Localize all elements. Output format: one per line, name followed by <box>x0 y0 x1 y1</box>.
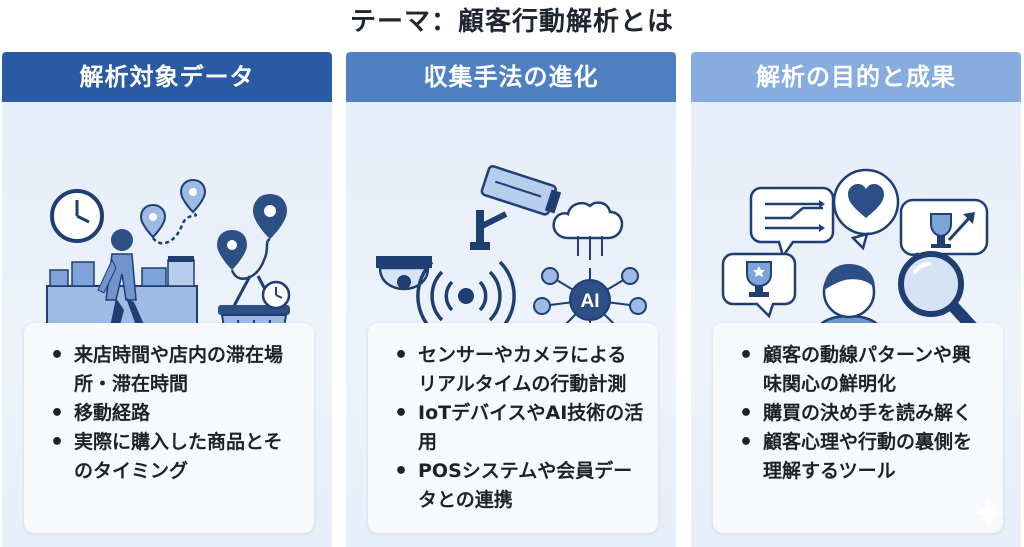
panel-analysis-data: 解析対象データ <box>2 52 332 547</box>
list-item: 実際に購入した商品とそのタイミング <box>48 428 300 486</box>
collection-methods-card: センサーやカメラによるリアルタイムの行動計測 IoTデバイスやAI技術の活用 P… <box>368 323 658 533</box>
wireless-sensor-icon <box>416 260 516 332</box>
trophy-icon <box>899 198 989 272</box>
list-item: POSシステムや会員データとの連携 <box>392 457 644 515</box>
sparkle-icon <box>973 497 1005 529</box>
page-title: テーマ：顧客行動解析とは <box>349 7 674 37</box>
panel-header: 収集手法の進化 <box>346 52 676 102</box>
clock-icon <box>50 189 104 243</box>
store-shelf-icon <box>46 256 198 327</box>
analysis-data-card: 来店時間や店内の滞在場所・滞在時間 移動経路 実際に購入した商品とそのタイミング <box>24 323 314 533</box>
walking-person-icon <box>97 229 150 348</box>
panel-analysis-goals: 解析の目的と成果 <box>691 52 1021 547</box>
ai-label: AI <box>581 291 600 312</box>
flow-arrows-icon <box>749 186 835 259</box>
list-item: 顧客の動線パターンや興味関心の鮮明化 <box>737 341 989 399</box>
list-item: 購買の決め手を読み解く <box>737 399 989 428</box>
panel-header: 解析対象データ <box>2 52 332 102</box>
star-trophy-icon <box>721 252 797 319</box>
analysis-goals-card: 顧客の動線パターンや興味関心の鮮明化 購買の決め手を読み解く 顧客心理や行動の裏… <box>713 323 1003 533</box>
collection-methods-illustration: AI <box>376 165 647 350</box>
list-item: IoTデバイスやAI技術の活用 <box>392 399 644 457</box>
list-item: 来店時間や店内の滞在場所・滞在時間 <box>48 341 300 399</box>
panel-collection-methods: 収集手法の進化 <box>346 52 676 547</box>
analysis-data-illustration <box>46 178 291 353</box>
route-path-icon <box>152 211 271 280</box>
panel-header: 解析の目的と成果 <box>691 52 1021 102</box>
heart-icon <box>832 168 900 251</box>
security-camera-icon <box>470 165 562 250</box>
magnifier-icon <box>898 251 981 336</box>
small-clock-icon <box>261 280 291 310</box>
analysis-goals-illustration <box>721 168 989 358</box>
dome-camera-icon <box>376 256 432 291</box>
list-item: センサーやカメラによるリアルタイムの行動計測 <box>392 341 644 399</box>
list-item: 顧客心理や行動の裏側を理解するツール <box>737 428 989 486</box>
list-item: 移動経路 <box>48 399 300 428</box>
cloud-icon <box>552 201 624 260</box>
location-pin-icon <box>139 178 287 270</box>
